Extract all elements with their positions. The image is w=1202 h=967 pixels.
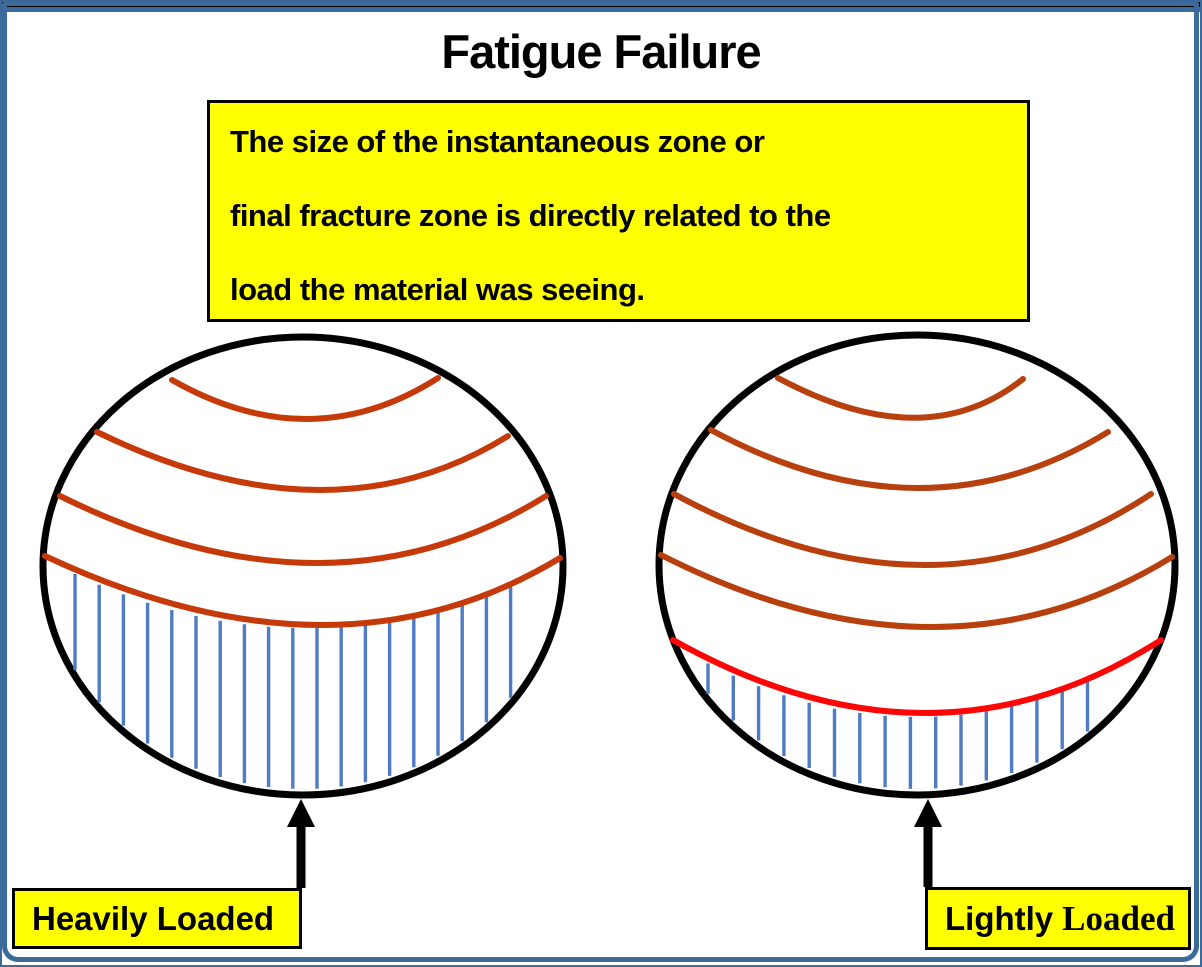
beach-mark-left-2 [94, 429, 511, 493]
label-lightly-loaded: Lightly Loaded [925, 887, 1191, 950]
beach-mark-left-4 [42, 553, 563, 628]
specimen-circle-right [655, 331, 1179, 799]
fracture-surface-heavy [39, 333, 567, 799]
right-pointer-arrow [914, 799, 942, 887]
info-line-3: load the material was seeing. [230, 272, 645, 307]
final-fracture-boundary-red [670, 637, 1164, 716]
specimen-circle-left [39, 333, 567, 799]
fracture-surface-light [655, 331, 1179, 799]
label-loaded-word: Loaded [1062, 898, 1175, 938]
beach-mark-right-3 [671, 491, 1154, 568]
beach-mark-left-1 [169, 375, 441, 422]
beach-mark-right-1 [775, 375, 1026, 421]
label-heavily-loaded-text: Heavily Loaded [32, 899, 275, 937]
info-line-1: The size of the instantaneous zone or [230, 124, 765, 159]
page-title: Fatigue Failure [441, 25, 761, 78]
instantaneous-zone-hatch-left [73, 574, 513, 789]
beach-mark-right-2 [708, 427, 1111, 491]
info-callout-box: The size of the instantaneous zone or fi… [207, 100, 1030, 322]
beach-mark-left-3 [57, 493, 549, 566]
info-line-2: final fracture zone is directly related … [230, 198, 831, 233]
left-pointer-arrow [287, 799, 315, 888]
label-heavily-loaded: Heavily Loaded [12, 888, 302, 949]
label-lightly-word: Lightly [945, 899, 1054, 937]
beach-mark-right-4 [658, 552, 1175, 630]
instantaneous-zone-hatch-right [706, 663, 1090, 789]
